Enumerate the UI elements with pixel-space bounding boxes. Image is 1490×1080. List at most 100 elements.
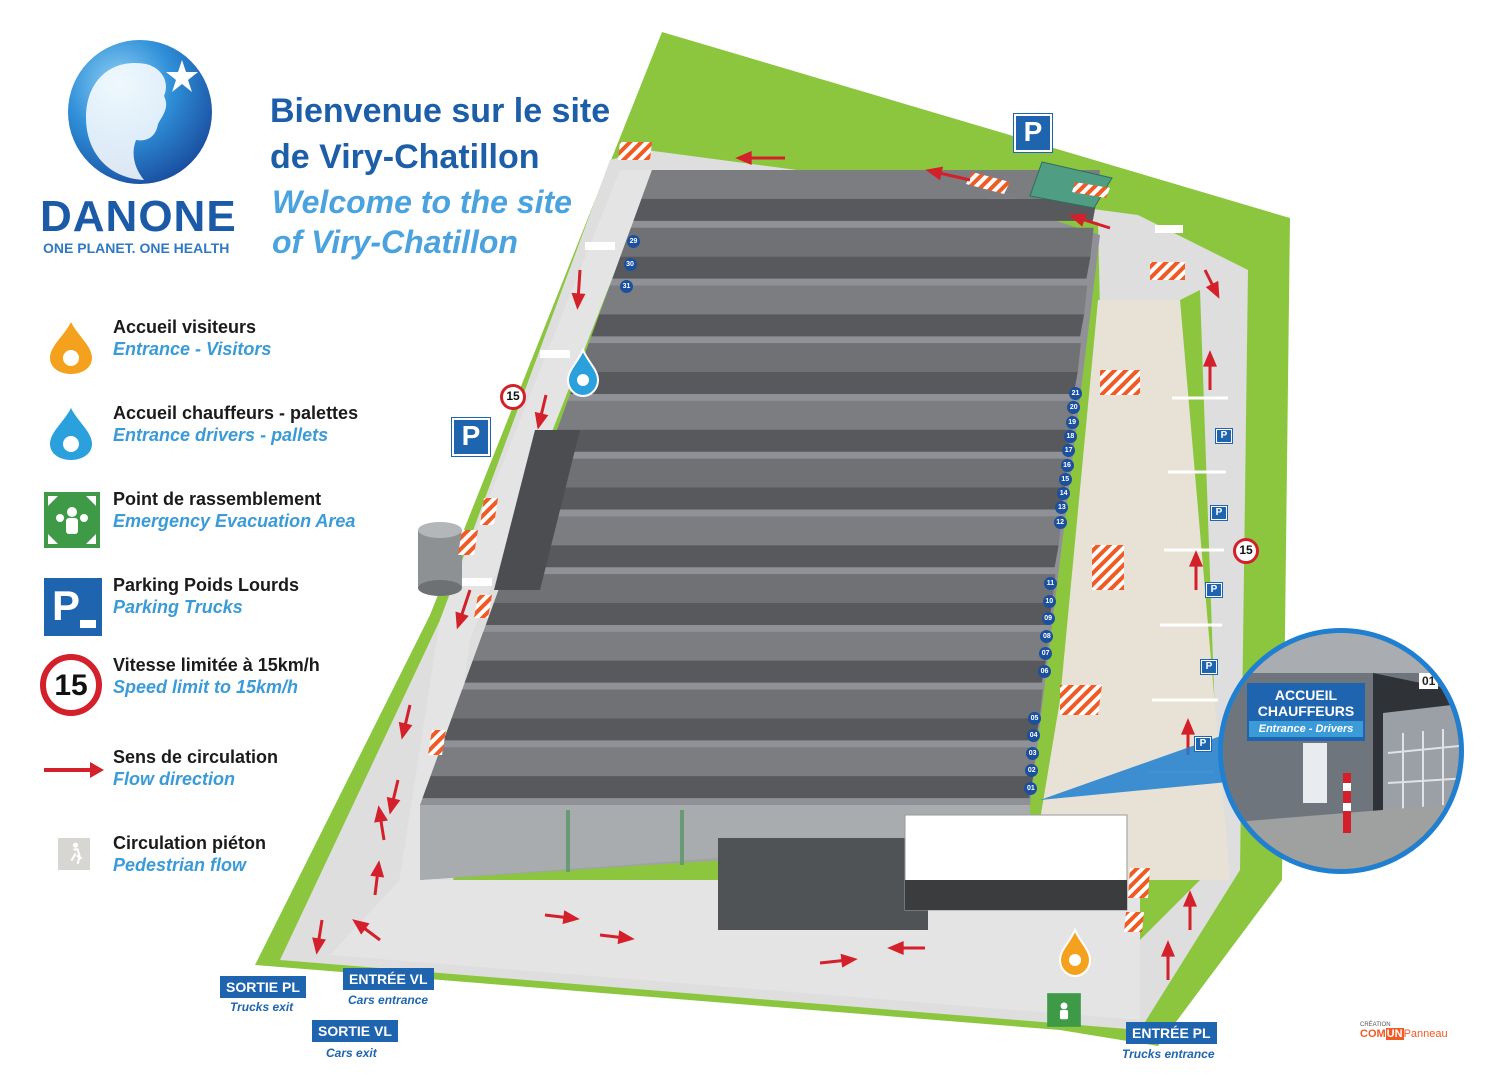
speed-sign-west: 15 — [500, 384, 526, 410]
dock-number: 12 — [1053, 515, 1067, 529]
pedestrian-icon — [58, 838, 90, 870]
car-parking-sign: P — [1211, 506, 1227, 520]
credit-logo: COMUNPanneau — [1360, 1028, 1448, 1040]
silo — [418, 522, 462, 596]
speed-sign-east: 15 — [1233, 538, 1259, 564]
callout-title-line2: CHAUFFEURS — [1257, 703, 1355, 719]
drivers-entrance-marker — [566, 348, 600, 398]
flow-arrow-head — [386, 796, 401, 815]
roof-shadow — [485, 602, 1053, 625]
flow-arrow-head — [840, 953, 858, 968]
dock-number: 03 — [1026, 746, 1040, 760]
flow-arrow-head — [1203, 350, 1217, 367]
roof-shadow — [570, 372, 1078, 395]
parking-p-glyph: P — [52, 582, 80, 629]
dock-number: 17 — [1062, 444, 1076, 458]
legend-item-flow: Sens de circulation Flow direction — [40, 746, 420, 810]
callout-title-line1: ACCUEIL — [1274, 687, 1338, 703]
logo-tagline: ONE PLANET. ONE HEALTH — [43, 240, 230, 256]
danone-logo-emblem — [68, 40, 212, 184]
left-annex — [494, 430, 580, 590]
credit-brand-b: UN — [1385, 1028, 1404, 1040]
flow-arrow-head — [571, 292, 586, 310]
dock-number: 05 — [1028, 712, 1041, 725]
dock-number: 21 — [1069, 387, 1082, 400]
assembly-point-marker — [1047, 993, 1081, 1027]
title-en-line2: of Viry-Chatillon — [272, 224, 518, 260]
flow-arrow-head — [1068, 213, 1087, 227]
legend-label-fr: Accueil chauffeurs - palettes — [113, 403, 359, 423]
dock-number: 08 — [1040, 629, 1054, 643]
hatched-zones — [428, 142, 1185, 932]
legend-label-fr: Circulation piéton — [113, 833, 266, 853]
entree-pl-label: ENTRÉE PL — [1126, 1022, 1217, 1044]
callout-door-number: 01 — [1419, 673, 1439, 689]
flow-arrows — [312, 151, 1220, 980]
car-parking-sign: P — [1195, 737, 1211, 751]
flow-arrow-head — [617, 930, 635, 945]
red-arrow-icon — [44, 762, 104, 778]
legend-label-fr: Point de rassemblement — [113, 489, 322, 509]
dock-number: 20 — [1067, 401, 1081, 415]
roof-band — [557, 400, 1075, 430]
callout-title: ACCUEIL CHAUFFEURS Entrance - Drivers — [1247, 683, 1365, 741]
car-parking-sign: P — [1216, 429, 1232, 443]
office-dark-block — [718, 838, 928, 930]
roof-band — [536, 458, 1069, 488]
dock-number: 09 — [1041, 612, 1055, 626]
dock-number: 30 — [623, 257, 637, 271]
roof-band — [514, 516, 1062, 546]
title-en-line1: Welcome to the site — [272, 184, 572, 220]
flow-arrow-head — [352, 919, 370, 935]
legend-label-en: Pedestrian flow — [113, 855, 247, 875]
title-fr-line1: Bienvenue sur le site — [270, 92, 611, 130]
title-fr-line2: de Viry-Chatillon — [270, 138, 540, 176]
roof-shadow — [506, 545, 1059, 568]
logo-wordmark: DANONE — [40, 192, 237, 241]
flow-arrow-head — [1189, 550, 1203, 567]
legend-label-en: Parking Trucks — [113, 597, 243, 617]
dock-number: 01 — [1024, 781, 1038, 795]
roof-band — [493, 574, 1056, 603]
roof-shadow — [549, 429, 1072, 452]
dock-number: 16 — [1060, 458, 1074, 472]
flow-arrow-head — [398, 721, 413, 740]
page-title-en: Welcome to the site of Viry-Chatillon — [272, 182, 692, 262]
dock-number: 15 — [1058, 472, 1072, 486]
page-title-fr: Bienvenue sur le site de Viry-Chatillon — [270, 88, 690, 180]
legend-label-en: Speed limit to 15km/h — [113, 677, 299, 697]
callout-photo — [1223, 633, 1459, 869]
roof-band — [451, 689, 1043, 719]
roof-shadow — [633, 198, 1097, 221]
left-lane — [390, 170, 655, 940]
truck-parking-sign-north: P — [1014, 114, 1052, 152]
water-basin — [1029, 161, 1113, 209]
legend-item-assembly: Point de rassemblement Emergency Evacuat… — [40, 488, 420, 552]
sortie-vl-sub: Cars exit — [326, 1046, 377, 1060]
truck-apron — [1030, 300, 1230, 880]
speed-limit-icon: 15 — [40, 654, 102, 716]
dock-number: 29 — [627, 235, 640, 248]
entree-vl-label: ENTRÉE VL — [343, 968, 434, 990]
truck-parking-sign-west: P — [452, 418, 490, 456]
office-window-band — [905, 880, 1127, 910]
blue-drop-icon — [50, 408, 92, 460]
flow-arrow-head — [534, 411, 549, 430]
assembly-point-icon — [44, 492, 100, 548]
dock-number: 14 — [1057, 487, 1071, 501]
flow-arrow-head — [1205, 280, 1220, 299]
flow-arrow-head — [887, 941, 904, 955]
visitors-entrance-marker — [1058, 928, 1092, 978]
credit-brand-c: Panneau — [1403, 1028, 1448, 1040]
flow-arrow-head — [370, 860, 385, 878]
legend-label-fr: Sens de circulation — [113, 747, 279, 767]
front-wall-stripes — [566, 810, 684, 872]
flow-arrow-head — [374, 805, 388, 823]
pedestrian-crossings — [462, 225, 1183, 586]
flow-arrow-head — [735, 151, 752, 165]
flow-arrow-head — [1183, 890, 1197, 907]
dock-number: 31 — [620, 280, 633, 293]
orange-drop-icon — [50, 322, 92, 374]
legend-label-en: Flow direction — [113, 769, 236, 789]
flow-arrow-head — [455, 611, 469, 630]
